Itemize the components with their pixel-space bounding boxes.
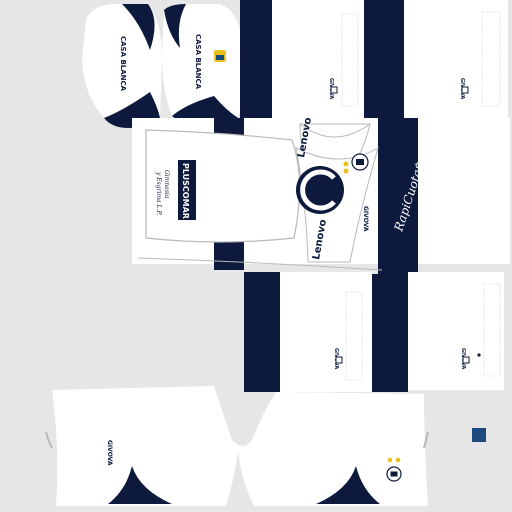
sleeve-sponsor-left: CASA BLANCA: [119, 36, 127, 92]
brand-logo-icon: [330, 86, 338, 94]
back-name: PLUSCOMAR: [181, 163, 190, 219]
left-sleeve: CASA BLANCA: [82, 4, 162, 128]
small-dot: [477, 353, 481, 357]
lower-side-panels: GIVOVA GIVOVA: [244, 272, 504, 392]
color-swatch: [472, 428, 486, 442]
brand-logo-icon: [461, 86, 469, 94]
star-icon: [343, 161, 349, 174]
brand-logo-icon: [335, 356, 343, 364]
back-script-line-2: y Esgrima L.P.: [155, 171, 162, 215]
front-brand: GIVOVA: [362, 206, 369, 232]
shorts-brand: GIVOVA: [106, 440, 113, 466]
name-plate: PLUSCOMAR: [178, 160, 196, 220]
upper-side-panels: GIVOVA GIVOVA: [240, 0, 508, 118]
right-sleeve: CASA BLANCA: [162, 4, 242, 128]
crest-icon: C: [296, 166, 344, 214]
crest-icon: [214, 50, 226, 62]
sleeve-sponsor-right: CASA BLANCA: [194, 34, 202, 90]
back-script-line-1: Gimnasia: [163, 170, 170, 199]
shorts: GIVOVA: [45, 386, 429, 506]
back-print: PLUSCOMAR Gimnasia y Esgrima L.P.: [155, 160, 196, 220]
crest-icon: [386, 466, 402, 482]
crest-icon: [351, 153, 369, 171]
brand-logo-icon: [462, 356, 470, 364]
star-icon: [387, 457, 401, 463]
